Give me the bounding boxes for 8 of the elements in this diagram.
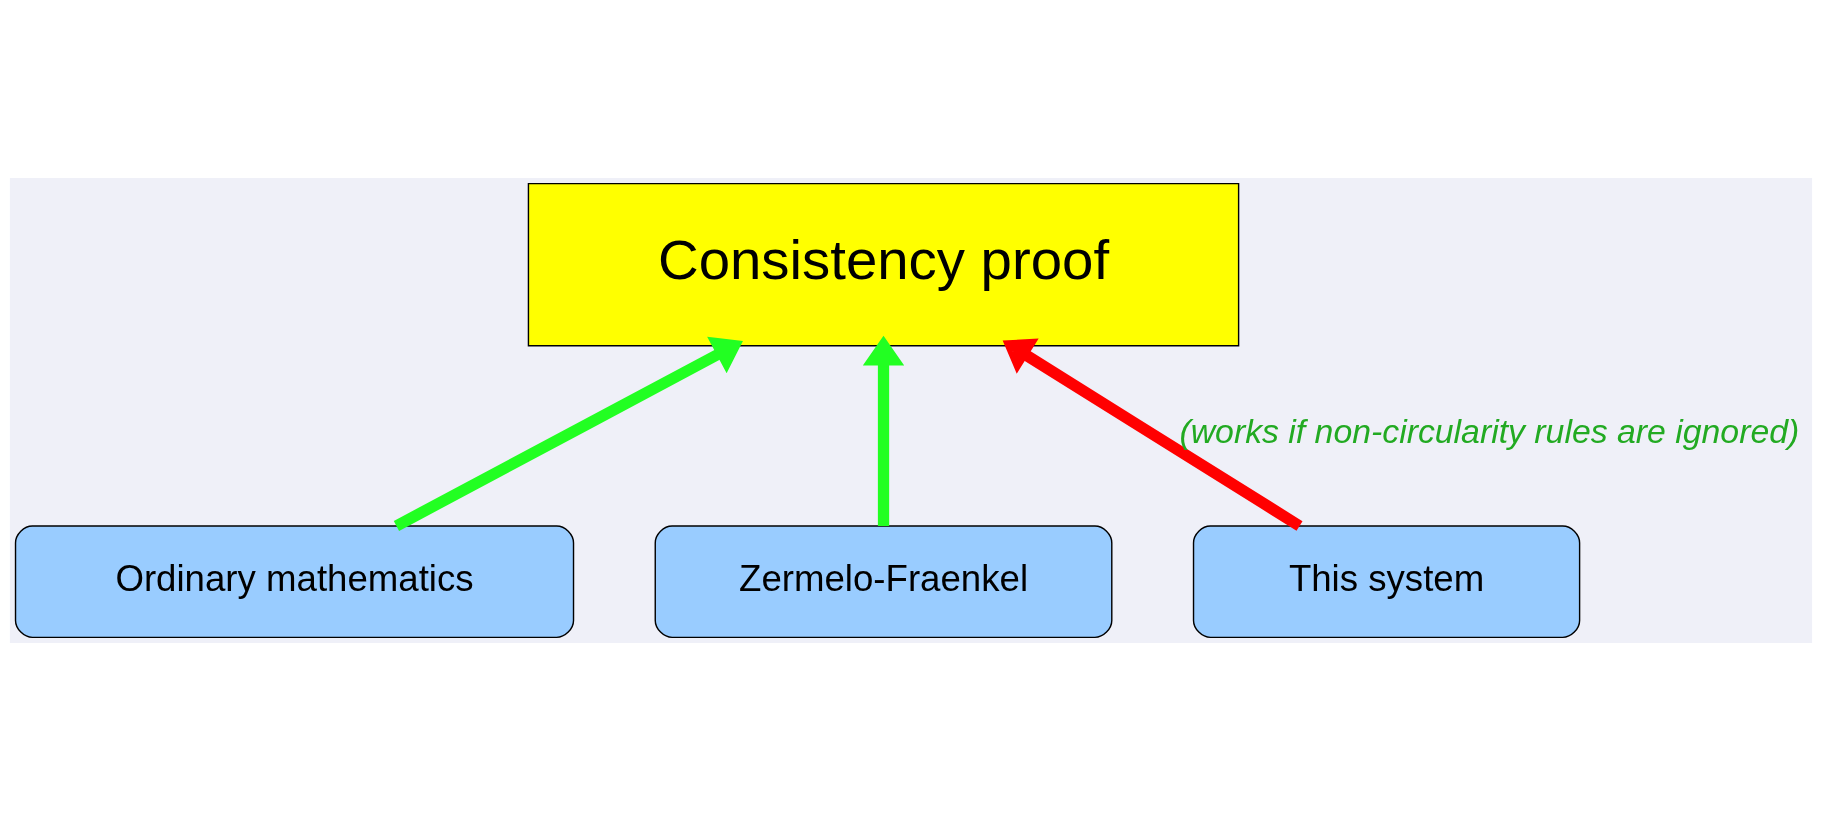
arrow [393, 336, 743, 531]
node-box: Zermelo-Fraenkel [654, 525, 1113, 639]
node-box: This system [1192, 525, 1581, 639]
arrow [1002, 338, 1303, 531]
node-box: Ordinary mathematics [14, 525, 575, 639]
edge-label: (works if non-circularity rules are ignored) [1179, 412, 1800, 451]
node-box: Consistency proof [527, 182, 1240, 347]
arrow [862, 335, 905, 526]
